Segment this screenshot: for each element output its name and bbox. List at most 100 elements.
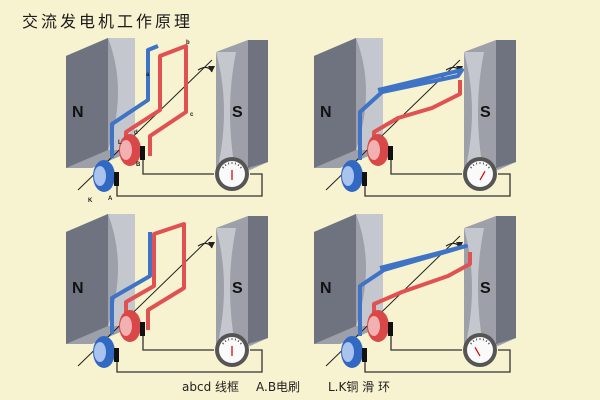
south-magnet-side (248, 40, 268, 168)
galvanometer-tick (222, 166, 225, 169)
coil-half-blue (110, 44, 159, 158)
slip-ring-red (119, 134, 141, 166)
galvanometer-tick (239, 166, 242, 169)
galvanometer-tick (472, 340, 475, 343)
galvanometer (463, 157, 497, 191)
coil-label-c: c (190, 112, 194, 118)
south-magnet-pole-curve (216, 228, 236, 352)
galvanometer-tick (224, 340, 227, 343)
galvanometer-tick (227, 338, 230, 341)
brush-b (140, 146, 145, 160)
south-pole-label: S (480, 104, 491, 121)
legend-brushes: A.B电刷 (256, 380, 301, 394)
legend-coil-frame: abcd 线框 (182, 380, 240, 394)
circuit-wire-bottom (116, 173, 263, 197)
coil-half-blue (358, 244, 468, 336)
page-title: 交流发电机工作原理 (22, 12, 194, 31)
slip-ring-red (119, 310, 141, 342)
galvanometer-tick (482, 162, 485, 165)
galvanometer-dial (467, 337, 493, 363)
galvanometer-tick (485, 340, 488, 343)
south-magnet-pole-curve (464, 52, 484, 176)
galvanometer-tick (234, 162, 237, 165)
north-magnet-pole-curve (356, 38, 383, 150)
circuit-wire-top (142, 336, 214, 351)
coil-label-a: a (146, 72, 150, 78)
brush-a (114, 348, 119, 362)
brush-b (388, 146, 393, 160)
galvanometer-needle (479, 171, 486, 181)
galvanometer-tick (222, 342, 225, 345)
slip-ring-red (367, 134, 389, 166)
galvanometer-tick (472, 164, 475, 167)
circuit-wire-bottom (364, 349, 511, 373)
brush-a (362, 172, 367, 186)
circuit-wire-top (390, 336, 462, 351)
south-magnet: S (464, 40, 516, 176)
rotation-arrowhead (456, 242, 463, 248)
slip-ring-red-face (368, 316, 380, 336)
south-magnet: S (216, 216, 268, 352)
north-magnet-side (314, 214, 356, 344)
south-magnet-side (248, 216, 268, 344)
slip-ring-red-face (120, 140, 132, 160)
generator-panel: N Sa b c dB A L K (66, 38, 268, 204)
north-magnet-pole-curve (108, 38, 135, 150)
circuit-wire-top (142, 160, 214, 175)
galvanometer-tick (470, 342, 473, 345)
coil-label-d: d (134, 130, 138, 136)
south-magnet-pole-curve (464, 228, 484, 352)
slip-ring-blue-face (94, 342, 106, 362)
coil-label-b: b (186, 40, 190, 46)
south-pole-label: S (232, 104, 243, 121)
south-magnet: S (216, 40, 268, 176)
south-magnet-pole-curve (216, 52, 236, 176)
north-pole-label: N (72, 104, 84, 121)
galvanometer-tick (485, 164, 488, 167)
coil-half-blue (358, 68, 464, 160)
galvanometer-tick (227, 162, 230, 165)
south-magnet-side (496, 40, 516, 168)
north-magnet-side (66, 214, 108, 344)
south-pole-label: S (232, 280, 243, 297)
brush-label-b: B (136, 162, 141, 168)
slip-ring-blue-face (342, 166, 354, 186)
south-magnet: S (464, 216, 516, 352)
north-magnet: N (314, 38, 383, 168)
north-magnet-pole-curve (356, 214, 383, 326)
galvanometer-tick (487, 166, 490, 169)
brush-a (362, 348, 367, 362)
slip-ring-red-face (120, 316, 132, 336)
slip-ring-red-face (368, 140, 380, 160)
north-magnet-pole-curve (108, 214, 135, 326)
rotation-arrowhead (208, 66, 215, 72)
north-pole-label: N (320, 280, 332, 297)
galvanometer-tick (487, 342, 490, 345)
galvanometer-needle (474, 347, 481, 357)
galvanometer-dial (467, 161, 493, 187)
galvanometer-tick (237, 164, 240, 167)
galvanometer-tick (239, 342, 242, 345)
galvanometer (215, 333, 249, 367)
north-magnet: N (314, 214, 383, 344)
slip-ring-blue (341, 336, 363, 368)
galvanometer-tick (234, 338, 237, 341)
slip-ring-red (367, 310, 389, 342)
north-magnet-side (314, 38, 356, 168)
slip-ring-blue (93, 160, 115, 192)
ring-label-k: K (88, 198, 93, 204)
galvanometer-tick (224, 164, 227, 167)
legend: abcd 线框 A.B电刷 L.K铜 滑 环 (0, 378, 600, 396)
north-pole-label: N (320, 104, 332, 121)
north-magnet: N (66, 38, 135, 168)
north-pole-label: N (72, 280, 84, 297)
brush-b (140, 322, 145, 336)
north-magnet: N (66, 214, 135, 344)
south-pole-label: S (480, 280, 491, 297)
ring-label-l: L (118, 140, 122, 146)
brush-label-a: A (108, 196, 113, 202)
